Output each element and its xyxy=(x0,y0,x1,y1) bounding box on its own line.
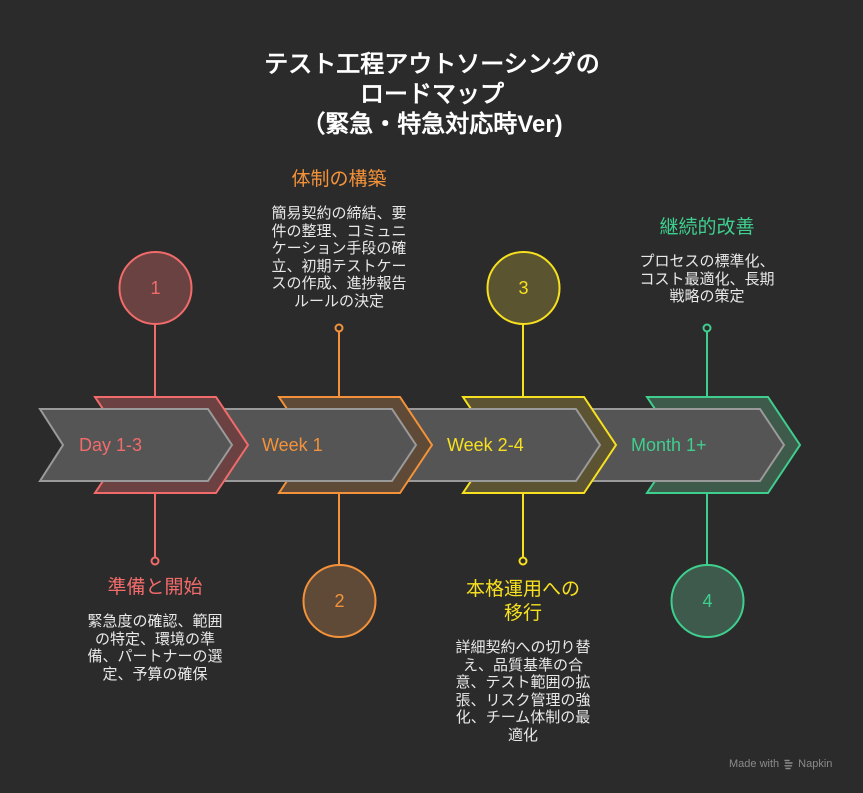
step-2-title: 体制の構築 xyxy=(254,168,424,192)
step-2-body: 簡易契約の締結、要 件の整理、コミュニ ケーション手段の確 立、初期テストケー … xyxy=(254,205,424,310)
body-line: ルールの決定 xyxy=(293,292,384,310)
body-line: 緊急度の確認、範囲 xyxy=(87,613,223,630)
body-line: 詳細契約への切り替 xyxy=(455,639,591,656)
step-4-title: 継続的改善 xyxy=(622,216,792,240)
title-line: （緊急・特急対応時Ver) xyxy=(301,111,563,138)
step-2-dot xyxy=(334,323,344,333)
step-title-line: 本格運用への xyxy=(465,579,580,600)
phase-1-period-label: Day 1-3 xyxy=(79,435,142,455)
step-3-title: 本格運用への 移行 xyxy=(438,578,608,626)
body-line: 戦略の策定 xyxy=(669,288,745,305)
step-1-circle xyxy=(118,251,193,325)
step-1-dot xyxy=(150,556,160,566)
napkin-logo-icon xyxy=(784,759,793,769)
body-line: 定、予算の確保 xyxy=(102,665,208,683)
body-line: コスト最適化、長期 xyxy=(639,270,775,288)
body-line: え、品質基準の合 xyxy=(462,656,583,674)
step-2-number: 2 xyxy=(334,591,344,611)
body-line: ケーション手段の確 xyxy=(271,240,407,257)
made-with-label: Made with xyxy=(729,758,780,770)
step-1-number: 1 xyxy=(150,278,160,298)
title-line: ロードマップ xyxy=(360,81,504,108)
step-4-number: 4 xyxy=(702,591,712,611)
phase-1-chevron xyxy=(38,408,234,482)
body-line: 意、テスト範囲の拡 xyxy=(455,674,591,691)
made-with-napkin-badge[interactable]: Made with Napkin xyxy=(729,758,832,770)
step-1-title: 準備と開始 xyxy=(70,576,240,600)
napkin-brand-label: Napkin xyxy=(798,758,833,770)
step-3-body: 詳細契約への切り替 え、品質基準の合 意、テスト範囲の拡 張、リスク管理の強 化… xyxy=(438,639,608,744)
phase-4-period-label: Month 1+ xyxy=(631,435,707,455)
step-title-line: 移行 xyxy=(503,603,542,624)
step-1-description: 準備と開始 緊急度の確認、範囲 の特定、環境の準 備、パートナーの選 定、予算の… xyxy=(70,576,240,683)
step-4-description: 継続的改善 プロセスの標準化、 コスト最適化、長期 戦略の策定 xyxy=(622,216,792,306)
step-4-dot xyxy=(702,323,712,333)
step-3-description: 本格運用への 移行 詳細契約への切り替 え、品質基準の合 意、テスト範囲の拡 張… xyxy=(438,578,608,744)
step-2-circle xyxy=(302,564,377,638)
phase-3-period-label: Week 2-4 xyxy=(447,435,524,455)
step-4-body: プロセスの標準化、 コスト最適化、長期 戦略の策定 xyxy=(622,253,792,306)
step-3-dot xyxy=(518,556,528,566)
page-title: テスト工程アウトソーシングの ロードマップ （緊急・特急対応時Ver) xyxy=(182,50,682,140)
body-line: 適化 xyxy=(507,726,538,744)
body-line: 立、初期テストケー xyxy=(271,257,407,275)
body-line: スの作成、進捗報告 xyxy=(271,275,407,292)
body-line: 簡易契約の締結、要 xyxy=(271,205,407,222)
phase-2-period-label: Week 1 xyxy=(262,435,323,455)
body-line: 張、リスク管理の強 xyxy=(455,691,591,709)
body-line: プロセスの標準化、 xyxy=(639,253,775,270)
step-title-line: 継続的改善 xyxy=(659,217,755,238)
step-3-number: 3 xyxy=(518,278,528,298)
step-2-description: 体制の構築 簡易契約の締結、要 件の整理、コミュニ ケーション手段の確 立、初期… xyxy=(254,168,424,310)
step-3-circle xyxy=(486,251,561,325)
body-line: 件の整理、コミュニ xyxy=(271,222,407,240)
body-line: の特定、環境の準 xyxy=(94,630,215,648)
step-4-circle xyxy=(670,564,745,638)
step-title-line: 準備と開始 xyxy=(107,577,203,598)
step-title-line: 体制の構築 xyxy=(291,169,387,190)
step-1-body: 緊急度の確認、範囲 の特定、環境の準 備、パートナーの選 定、予算の確保 xyxy=(70,613,240,683)
body-line: 化、チーム体制の最 xyxy=(455,709,591,726)
body-line: 備、パートナーの選 xyxy=(87,648,223,665)
title-line: テスト工程アウトソーシングの xyxy=(264,51,600,78)
